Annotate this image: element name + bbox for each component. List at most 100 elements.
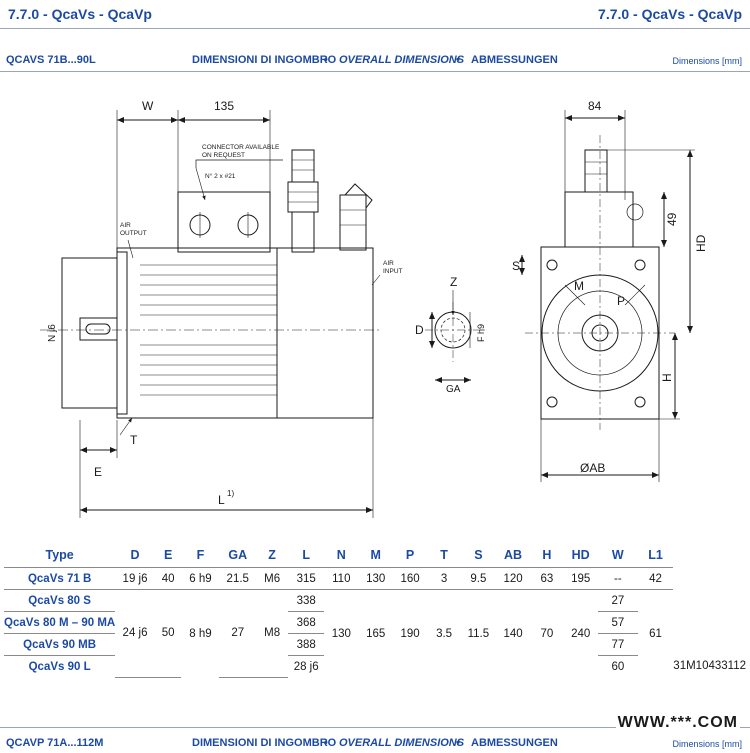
cooling-fins — [140, 264, 277, 396]
type-cell: QcaVs 80 M – 90 MA — [4, 611, 116, 634]
cell-l: 388 — [288, 633, 325, 656]
col-header: GA — [228, 548, 248, 562]
cell-w: 27 — [597, 589, 638, 612]
model-range: QCAVS 71B...90L — [6, 54, 96, 66]
front-air-fitting — [584, 149, 608, 193]
title-separator: • — [456, 54, 460, 66]
label-d: D — [415, 323, 424, 337]
cell-f: 8 h9 — [181, 589, 220, 677]
cell-w: -- — [597, 567, 638, 590]
cell-f: 6 h9 — [181, 567, 220, 590]
table-row: QcaVs 71 B 19 j6 40 6 h9 21.5 M6 315 110… — [4, 567, 746, 590]
label-n: N j6 — [47, 324, 58, 342]
col-header: W — [611, 548, 624, 562]
col-header: L — [302, 548, 310, 562]
cell-m: 130 — [358, 567, 393, 590]
label-h: H — [660, 373, 674, 382]
cell-ab: 120 — [495, 567, 531, 590]
cell-d-value: 24 j6 — [122, 627, 148, 640]
cell-s: 11.5 — [460, 589, 496, 677]
col-header: H — [542, 548, 552, 562]
col-header: HD — [571, 548, 590, 562]
cell-hd: 240 — [563, 589, 598, 677]
cell-h: 70 — [530, 589, 564, 677]
technical-drawing: W 135 84 E T L 1) Z D GA S M P ØAB CONNE… — [40, 99, 708, 518]
label-w: W — [142, 99, 154, 113]
type-cell: QcaVs 90 MB — [4, 633, 116, 656]
air-input-label: AIR — [383, 260, 394, 267]
col-header: M — [370, 548, 381, 562]
cell-e: 60 — [611, 660, 625, 673]
label-t: T — [130, 433, 138, 447]
cell-l: 338 — [288, 589, 325, 612]
motor-rear-housing — [276, 247, 374, 419]
cell-ga: 31 — [673, 660, 687, 673]
label-l: L — [218, 493, 225, 507]
motor-shaft — [79, 317, 118, 341]
title-italian: DIMENSIONI DI INGOMBRO — [192, 54, 337, 66]
cell-p: 160 — [392, 567, 428, 590]
cell-z: M8 — [256, 589, 289, 678]
col-header: AB — [504, 548, 523, 562]
cell-n: 110 — [324, 567, 359, 590]
dimensions-table: Type D E F GA Z L N M P T S AB H HD W L1… — [4, 543, 746, 678]
cell-m: 165 — [358, 589, 393, 677]
model-range: QCAVP 71A...112M — [6, 737, 104, 749]
footer-subheader: QCAVP 71A...112M DIMENSIONI DI INGOMBRO … — [0, 737, 750, 753]
units-label: Dimensions [mm] — [672, 739, 742, 749]
type-cell: QcaVs 71 B — [4, 567, 116, 590]
label-ga: GA — [446, 384, 461, 395]
col-header: S — [474, 548, 483, 562]
cell-z: M6 — [256, 567, 289, 590]
table-row: QcaVs 90 MB 388 77 — [4, 633, 746, 656]
air-output-label: AIR — [120, 222, 131, 229]
table-row: QcaVs 80 M – 90 MA 368 57 — [4, 611, 746, 634]
cell-ga: 27 — [219, 589, 257, 678]
subheader: QCAVS 71B...90L DIMENSIONI DI INGOMBRO •… — [0, 54, 750, 70]
label-z: Z — [450, 275, 457, 289]
cell-e: 40 — [154, 567, 182, 590]
cell-d: 19 j6 — [115, 567, 155, 590]
title-separator: • — [324, 737, 328, 749]
air-output-label: OUTPUT — [120, 230, 147, 237]
header-rule — [0, 28, 750, 29]
air-fitting — [291, 149, 315, 183]
cell-h: 63 — [530, 567, 564, 590]
cell-l: 368 — [288, 611, 325, 634]
label-f: F h9 — [476, 324, 486, 342]
title-italian: DIMENSIONI DI INGOMBRO — [192, 737, 337, 749]
col-header: F — [196, 548, 205, 562]
col-header: T — [440, 548, 448, 562]
cell-z: M10 — [686, 660, 709, 673]
cell-w: 77 — [597, 633, 638, 656]
air-input-label: INPUT — [383, 268, 403, 275]
cell-l: 315 — [288, 567, 325, 590]
col-header: Type — [45, 548, 74, 562]
label-p: P — [617, 294, 625, 308]
label-84: 84 — [588, 99, 602, 113]
label-l-superscript: 1) — [227, 489, 234, 498]
label-49: 49 — [665, 212, 679, 226]
col-header: Z — [268, 548, 276, 562]
connector-note-line2: ON REQUEST — [202, 152, 245, 159]
cell-e: 50 — [154, 589, 182, 678]
table-row: QcaVs 80 S 24 j6 50 8 h9 27 M8 338 130 1… — [4, 589, 746, 678]
cell-n: 130 — [324, 589, 359, 677]
cell-t: 3 — [427, 567, 461, 590]
subheader-rule — [0, 71, 750, 72]
cell-w: 57 — [597, 611, 638, 634]
title-german: ABMESSUNGEN — [471, 54, 558, 66]
col-header: E — [163, 548, 173, 562]
type-cell: QcaVs 80 S — [4, 589, 116, 612]
col-header: N — [336, 548, 346, 562]
col-header: P — [405, 548, 415, 562]
table-header-row: Type D E F GA Z L N M P T S AB H HD W L1 — [4, 543, 746, 568]
connector-box — [177, 191, 271, 253]
cell-ab: 140 — [495, 589, 531, 677]
connector-note-line1: CONNECTOR AVAILABLE — [202, 144, 280, 151]
label-e: E — [94, 465, 102, 479]
title-separator: • — [456, 737, 460, 749]
cell-d: 28 j6 — [293, 660, 319, 673]
label-135: 135 — [214, 99, 234, 113]
label-s: S — [512, 259, 520, 273]
